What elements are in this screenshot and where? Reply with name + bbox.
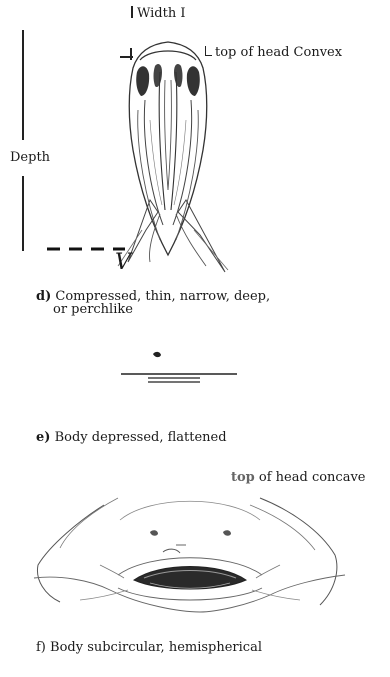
depth-line-lower (22, 176, 24, 251)
top-of-head-concave-rest: of head concave (258, 470, 366, 485)
v-label: V (115, 250, 131, 275)
caption-f: f) Body subcircular, hemispherical (36, 640, 262, 655)
caption-d-letter: d) (36, 289, 52, 304)
top-of-head-concave-label: top of head concave (231, 470, 366, 485)
top-tick-right-base (205, 55, 212, 56)
caption-d-line2: or perchlike (53, 302, 133, 317)
caption-d: d) Compressed, thin, narrow, deep, (36, 290, 270, 304)
caption-e-letter: e) (36, 430, 51, 445)
caption-d-line1: Compressed, thin, narrow, deep, (55, 289, 271, 304)
width-label: Width I (137, 6, 186, 21)
top-of-head-concave-prefix: top (231, 470, 255, 485)
top-of-head-convex-label: top of head Convex (215, 45, 343, 60)
width-tick (131, 6, 133, 18)
caption-e-text: Body depressed, flattened (54, 430, 227, 445)
depth-line-upper (22, 30, 24, 140)
depth-label: Depth (10, 150, 51, 165)
caption-e: e) Body depressed, flattened (36, 431, 227, 445)
top-tick-right (205, 46, 206, 56)
